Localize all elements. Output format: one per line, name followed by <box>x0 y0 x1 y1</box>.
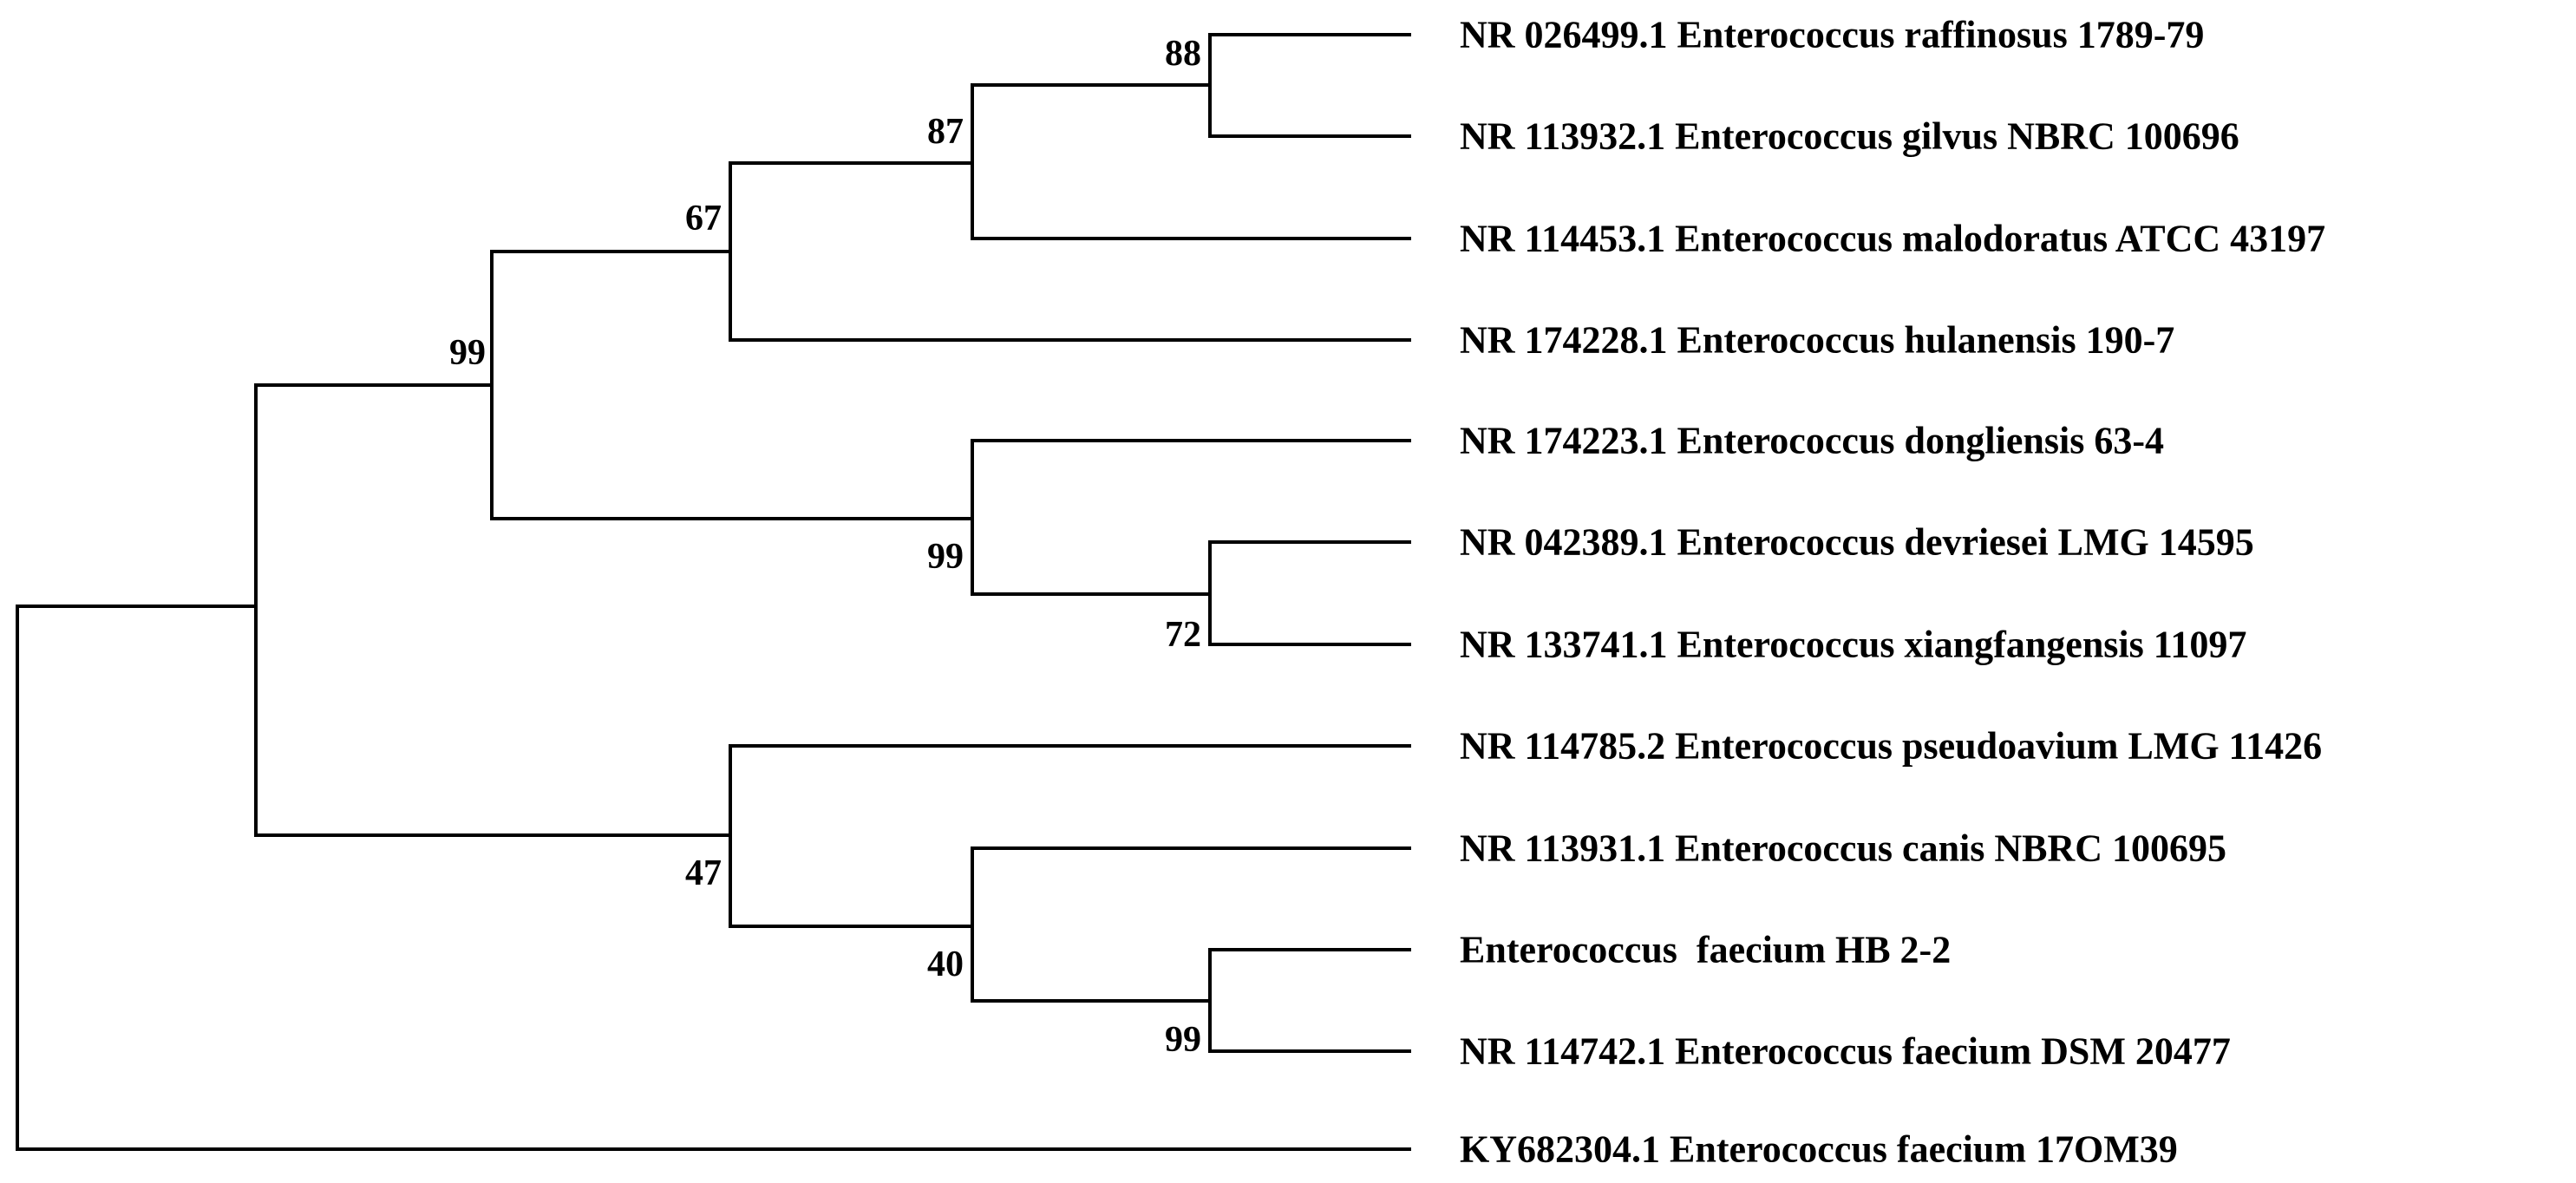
taxon-label: NR 174223.1 Enterococcus dongliensis 63-… <box>1460 420 2164 462</box>
bootstrap-value: 87 <box>927 112 964 152</box>
bootstrap-value: 88 <box>1165 34 1201 74</box>
taxon-label: NR 114785.2 Enterococcus pseudoavium LMG… <box>1460 725 2322 768</box>
taxon-label: NR 113932.1 Enterococcus gilvus NBRC 100… <box>1460 115 2239 158</box>
bootstrap-value: 99 <box>449 333 486 373</box>
bootstrap-value: 47 <box>685 853 722 893</box>
taxon-label: NR 114742.1 Enterococcus faecium DSM 204… <box>1460 1030 2231 1073</box>
taxon-label: NR 042389.1 Enterococcus devriesei LMG 1… <box>1460 521 2254 564</box>
taxon-label: NR 026499.1 Enterococcus raffinosus 1789… <box>1460 14 2204 56</box>
taxon-label: Enterococcus faecium HB 2-2 <box>1460 929 1951 971</box>
bootstrap-value: 72 <box>1165 615 1201 655</box>
taxon-labels: NR 026499.1 Enterococcus raffinosus 1789… <box>1460 14 2325 1171</box>
bootstrap-value: 40 <box>927 944 964 984</box>
bootstrap-value: 67 <box>685 199 722 239</box>
taxon-label: NR 114453.1 Enterococcus malodoratus ATC… <box>1460 218 2325 260</box>
taxon-label: NR 113931.1 Enterococcus canis NBRC 1006… <box>1460 827 2226 870</box>
taxon-label: NR 133741.1 Enterococcus xiangfangensis … <box>1460 624 2246 666</box>
tree-branches <box>16 33 1411 1151</box>
bootstrap-value: 99 <box>1165 1020 1201 1060</box>
taxon-label: NR 174228.1 Enterococcus hulanensis 190-… <box>1460 319 2174 362</box>
bootstrap-values: 88 87 67 99 99 72 47 40 99 <box>449 34 1201 1060</box>
taxon-label: KY682304.1 Enterococcus faecium 17OM39 <box>1460 1128 2178 1171</box>
bootstrap-value: 99 <box>927 537 964 577</box>
